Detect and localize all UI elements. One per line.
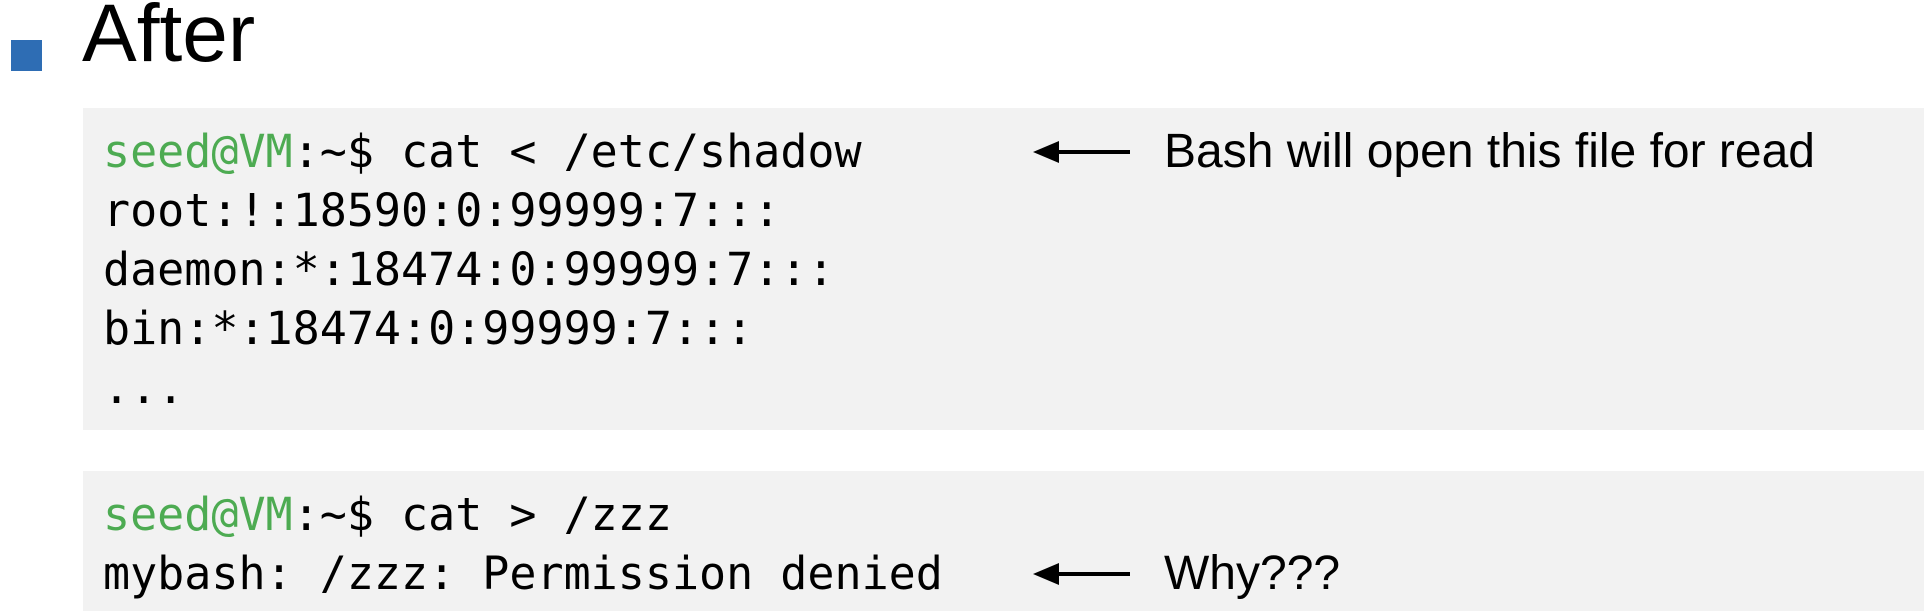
terminal-text: :~$ cat < /etc/shadow bbox=[292, 125, 862, 178]
terminal-line: ... bbox=[103, 358, 1924, 417]
shell-prompt: seed@VM bbox=[103, 488, 293, 541]
page-title: After bbox=[82, 0, 256, 79]
long-left-arrow-icon bbox=[1033, 140, 1130, 163]
annotation: Bash will open this file for read bbox=[1033, 122, 1815, 181]
terminal-line: seed@VM:~$ cat > /zzz bbox=[103, 485, 1924, 544]
annotation: Why??? bbox=[1033, 544, 1340, 603]
terminal-line: mybash: /zzz: Permission denied bbox=[103, 544, 1924, 603]
terminal-text: mybash: /zzz: Permission denied bbox=[103, 547, 943, 600]
terminal-text: bin:*:18474:0:99999:7::: bbox=[103, 302, 754, 355]
annotation-label: Why??? bbox=[1164, 547, 1341, 600]
shell-prompt: seed@VM bbox=[103, 125, 293, 178]
terminal-text: :~$ cat > /zzz bbox=[292, 488, 672, 541]
terminal-line: root:!:18590:0:99999:7::: bbox=[103, 181, 1924, 240]
terminal-line: daemon:*:18474:0:99999:7::: bbox=[103, 240, 1924, 299]
square-bullet-icon bbox=[11, 40, 42, 71]
terminal-text: root:!:18590:0:99999:7::: bbox=[103, 184, 781, 237]
terminal-text: ... bbox=[103, 361, 185, 414]
annotation-label: Bash will open this file for read bbox=[1164, 125, 1815, 178]
terminal-line: bin:*:18474:0:99999:7::: bbox=[103, 299, 1924, 358]
long-left-arrow-icon bbox=[1033, 562, 1130, 585]
terminal-text: daemon:*:18474:0:99999:7::: bbox=[103, 243, 835, 296]
terminal-line: seed@VM:~$ cat < /etc/shadow bbox=[103, 122, 1924, 181]
